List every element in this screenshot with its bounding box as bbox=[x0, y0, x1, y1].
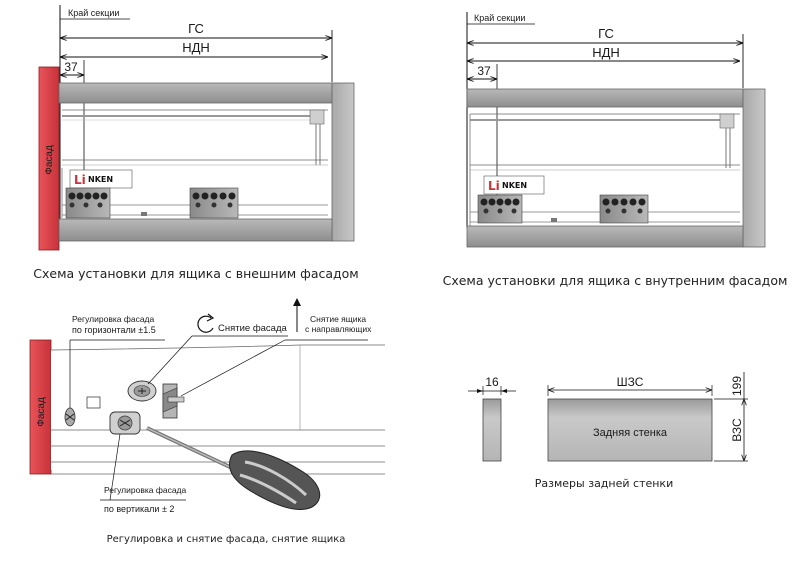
logo-initial: Li bbox=[74, 173, 86, 187]
back-wall-edge bbox=[482, 398, 502, 462]
side-panel bbox=[742, 88, 766, 248]
bottom-panel bbox=[58, 218, 333, 242]
up-arrow-icon bbox=[293, 298, 301, 332]
logo-text: NKEN bbox=[88, 175, 113, 184]
runner-clip-left bbox=[65, 187, 111, 219]
caption-back-wall: Размеры задней стенки bbox=[535, 477, 673, 490]
brand-logo: Li NKEN bbox=[483, 175, 545, 195]
remove-facade-label: Снятие фасада bbox=[218, 323, 288, 334]
runner-clip-right bbox=[599, 194, 649, 224]
diagram-back-wall: 16 ШЗС Задняя стенка 199 ВЗС Размеры зад… bbox=[468, 372, 748, 490]
top-panel bbox=[466, 88, 744, 108]
logo-initial: Li bbox=[488, 179, 500, 193]
caption-adjustment: Регулировка и снятие фасада, снятие ящик… bbox=[107, 534, 346, 545]
horizontal-adjust-label-1: Регулировка фасада bbox=[72, 314, 155, 324]
mounting-slot bbox=[86, 396, 101, 409]
vertical-adjust-label-2: по вертикали ± 2 bbox=[104, 504, 174, 514]
brand-logo: Li NKEN bbox=[69, 169, 133, 189]
gs-label: ГС bbox=[188, 21, 204, 36]
gs-label: ГС bbox=[598, 26, 614, 41]
facade-release-button bbox=[127, 380, 157, 402]
caption-external: Схема установки для ящика с внешним фаса… bbox=[33, 266, 358, 281]
rotate-arrow-icon bbox=[197, 313, 215, 333]
back-wall-panel bbox=[547, 398, 713, 462]
facade-label: Фасад bbox=[36, 397, 47, 427]
offset-label: 37 bbox=[64, 60, 78, 74]
offset-label: 37 bbox=[477, 64, 491, 78]
side-panel bbox=[331, 82, 355, 242]
ndn-label: НДН bbox=[592, 45, 620, 60]
panel-label: Задняя стенка bbox=[593, 427, 668, 439]
diagram-adjustment: Фасад Регулировка фасада по горизонтали … bbox=[29, 298, 385, 545]
ndn-label: НДН bbox=[182, 40, 210, 55]
logo-text: NKEN bbox=[502, 181, 527, 190]
screwdriver-icon bbox=[146, 426, 321, 510]
diagram-external-facade: Край секции ГС НДН 37 Фасад bbox=[33, 5, 359, 281]
section-edge-label: Край секции bbox=[68, 8, 119, 18]
remove-drawer-label-1: Снятие ящика bbox=[310, 314, 366, 324]
thickness-label: 16 bbox=[485, 375, 499, 389]
height-top-label: 199 bbox=[730, 376, 744, 396]
runner-clip-right bbox=[189, 187, 239, 219]
vertical-adjust-label-1: Регулировка фасада bbox=[104, 485, 187, 495]
section-edge-label: Край секции bbox=[474, 13, 525, 23]
facade-label: Фасад bbox=[44, 145, 55, 175]
top-panel bbox=[58, 82, 333, 104]
horizontal-adjust-label-2: по горизонтали ±1.5 bbox=[72, 325, 156, 335]
width-label: ШЗС bbox=[617, 375, 644, 389]
runner-clip-left bbox=[477, 194, 523, 224]
remove-drawer-label-2: с направляющих bbox=[305, 324, 372, 334]
drawer-release-lever bbox=[162, 383, 185, 419]
horizontal-adjust-screw bbox=[64, 407, 76, 427]
facade-panel bbox=[38, 66, 60, 251]
vertical-adjust-screw bbox=[109, 411, 141, 435]
height-label: ВЗС bbox=[730, 418, 744, 442]
caption-internal: Схема установки для ящика с внутренним ф… bbox=[443, 273, 788, 288]
diagram-internal-facade: Край секции ГС НДН 37 Li NKEN bbox=[443, 12, 788, 288]
bottom-panel bbox=[466, 225, 744, 248]
